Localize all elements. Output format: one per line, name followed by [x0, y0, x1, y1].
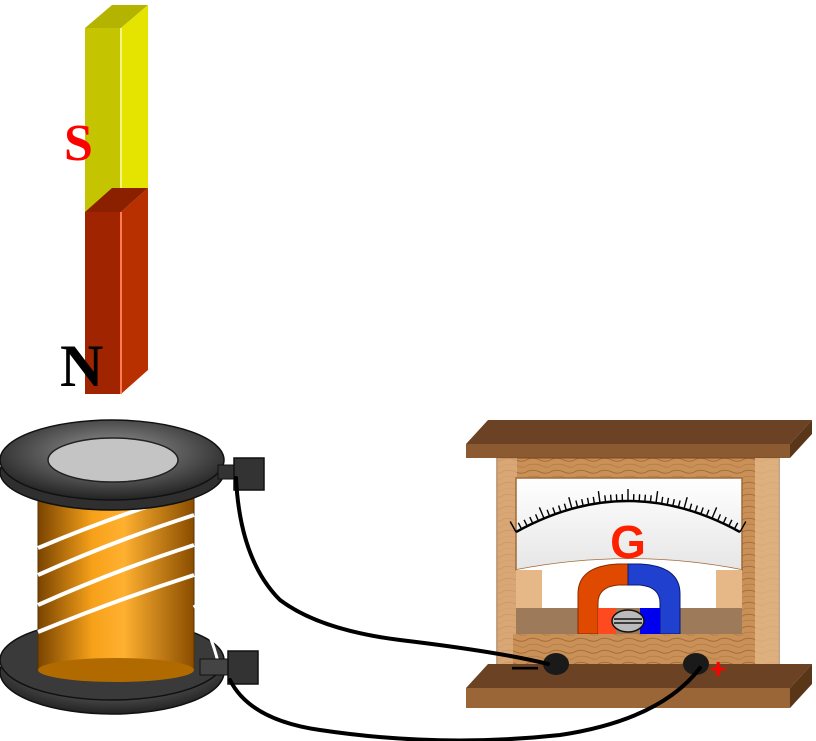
scale-tick: [666, 497, 670, 505]
scale-tick: [705, 509, 710, 517]
connecting-wires: [228, 476, 702, 741]
wire-to-positive: [228, 666, 702, 741]
scale-tick: [529, 516, 534, 524]
magnet-south-side: [121, 5, 148, 212]
scale-tick: [563, 503, 568, 511]
galvanometer-scale: [509, 489, 747, 534]
coil-winding: [37, 489, 195, 671]
scale-tick: [568, 497, 573, 509]
scale-tick: [604, 495, 607, 503]
scale-tick: [523, 519, 528, 527]
magnet-north-label: N: [60, 333, 103, 399]
coil: [0, 419, 265, 715]
scale-tick: [586, 497, 590, 505]
scale-tick: [575, 500, 579, 508]
scale-tick: [581, 498, 584, 507]
wire-to-negative: [234, 476, 550, 666]
scale-tick: [739, 521, 747, 533]
scale-tick: [517, 522, 523, 530]
scale-tick: [557, 505, 562, 513]
scale-tick: [733, 522, 739, 530]
scale-tick: [655, 491, 659, 503]
magnet-north-front: [85, 212, 121, 394]
scale-tick: [728, 519, 733, 527]
scale-tick: [688, 503, 693, 511]
bar-magnet: S N: [60, 5, 148, 399]
scale-tick: [660, 496, 664, 504]
scale-tick: [509, 521, 517, 533]
scale-tick: [538, 507, 545, 519]
galvanometer-positive-terminal: [683, 653, 709, 675]
galvanometer-plus-label: +: [710, 653, 726, 684]
galvanometer-label: G: [610, 516, 646, 568]
scale-tick: [716, 514, 722, 522]
coil-core-opening: [47, 437, 179, 483]
galvanometer-pivot: [611, 609, 645, 633]
magnet-south-front: [85, 28, 121, 212]
scale-tick: [672, 498, 675, 507]
scale-tick: [649, 495, 652, 503]
scale-tick: [552, 507, 556, 515]
scale-tick: [644, 494, 647, 502]
galvanometer-negative-terminal: [543, 653, 569, 675]
scale-tick: [546, 509, 551, 517]
scale-tick: [592, 496, 596, 504]
magnet-south-label: S: [64, 115, 93, 172]
scale-tick: [677, 500, 681, 508]
scale-tick: [711, 507, 718, 519]
scale-tick: [722, 516, 727, 524]
scale-tick: [694, 505, 699, 513]
scale-tick: [597, 491, 601, 503]
scale-tick: [700, 507, 704, 515]
magnet-north-side: [121, 188, 148, 394]
magnet-north-top: [85, 188, 148, 212]
scale-tick: [683, 497, 688, 509]
scale-tick: [534, 514, 540, 522]
magnet-south-top: [85, 5, 148, 28]
galvanometer: G — +: [466, 420, 812, 708]
galvanometer-magnet-blue: [627, 563, 681, 635]
scale-tick: [609, 494, 612, 502]
